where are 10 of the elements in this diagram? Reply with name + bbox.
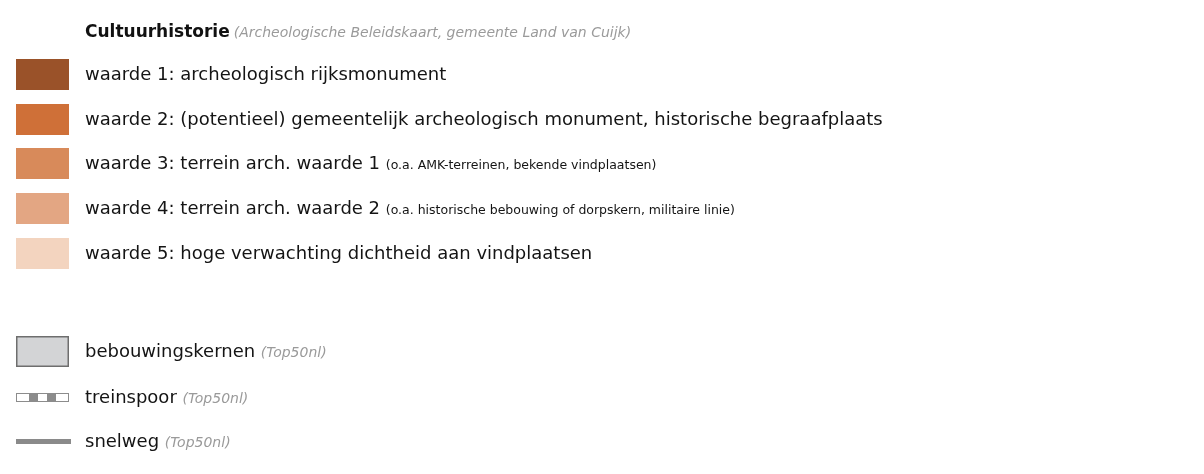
source-note: (Archeologische Beleidskaart, gemeente Land van Cuijk)	[233, 24, 632, 40]
legend-label: waarde 1: archeologisch rijksmonument	[85, 62, 447, 86]
legend-label: waarde 2: (potentieel) gemeentelijk archeologisch monument, historische begraafplaats	[85, 107, 883, 131]
legend-title: Cultuurhistorie	[85, 21, 230, 41]
legend-label: snelweg (Top50nl)	[85, 429, 231, 453]
legend-label: waarde 3: terrein arch. waarde 1 (o.a. AMK-terreinen, bekende vindplaatsen)	[85, 151, 657, 175]
legend-label: waarde 4: terrein arch. waarde 2 (o.a. historische bebouwing of dorpskern, militaire linie)	[85, 196, 735, 220]
legend-label: bebouwingskernen (Top50nl)	[85, 339, 327, 363]
legend-label: treinspoor (Top50nl)	[85, 385, 249, 409]
legend-label: waarde 5: hoge verwachting dichtheid aan vindplaatsen	[85, 241, 593, 265]
